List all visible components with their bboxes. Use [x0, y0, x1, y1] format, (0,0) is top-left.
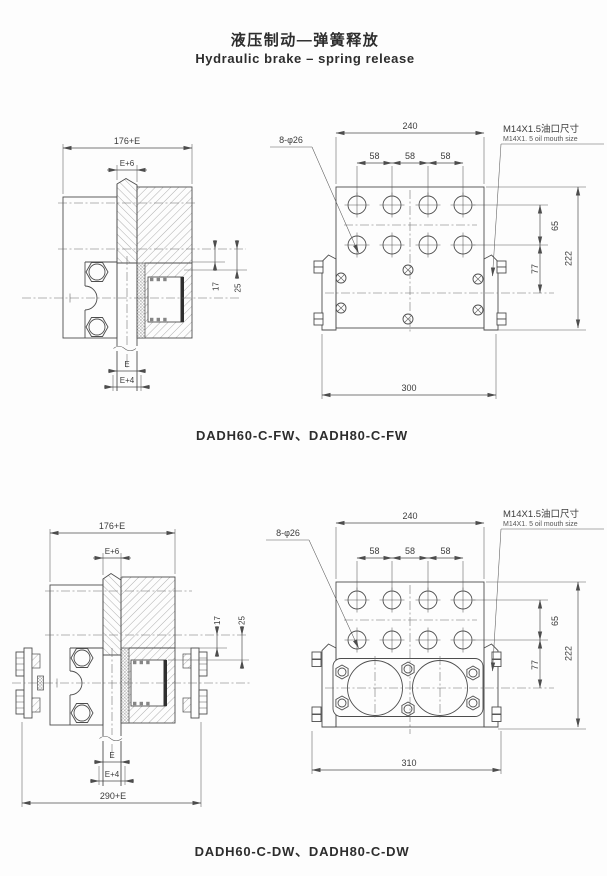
dw-dim-total-width-label: 176+E — [99, 521, 125, 531]
fw-left-flange — [313, 254, 337, 331]
dw-dim-310: 310 — [311, 731, 502, 774]
fw-dim-240: 240 — [335, 121, 485, 184]
fw-dim-disc-width: E+6 — [107, 159, 147, 182]
fw-dim-222-label: 222 — [564, 251, 574, 266]
figure-fw-caption: DADH60-C-FW、DADH80-C-FW — [196, 428, 408, 443]
fw-holes-callout-label: 8-φ26 — [279, 135, 303, 145]
page-title-zh: 液压制动—弹簧释放 — [231, 31, 380, 49]
dw-dim-e: E — [94, 751, 130, 765]
fw-dim-58-2: 58 — [405, 151, 415, 161]
fw-dim-65-77: 65 77 — [473, 204, 560, 294]
fw-piston-cavity — [147, 276, 184, 323]
fw-right-flange — [483, 254, 507, 331]
dw-dim-240-label: 240 — [402, 511, 417, 521]
dw-dim-e4-label: E+4 — [105, 770, 120, 779]
dw-dim-65-77: 65 77 — [473, 599, 560, 689]
fw-side-view: 176+E E+6 17 25 — [22, 136, 247, 391]
fw-dim-25: 25 — [184, 240, 247, 293]
fw-holes-callout: 8-φ26 — [270, 135, 359, 254]
fw-dim-58-3: 58 — [440, 151, 450, 161]
fw-oil-port-label-en: M14X1. 5 oil mouth size — [503, 136, 578, 143]
fw-dim-77-label: 77 — [530, 264, 540, 274]
dw-dim-e-label: E — [109, 751, 114, 760]
dw-holes-callout: 8-φ26 — [266, 528, 359, 649]
fw-dim-e-label: E — [124, 360, 129, 369]
dw-dim-base-width: 290+E — [21, 722, 202, 807]
dw-oil-port-label-zh: M14X1.5油口尺寸 — [503, 508, 580, 520]
dw-dim-e4: E+4 — [90, 766, 134, 785]
dw-dim-disc-width: E+6 — [93, 547, 131, 576]
dw-friction-pad — [120, 647, 130, 724]
fw-hex-bolt-bottom — [85, 317, 109, 337]
dw-dim-disc-width-label: E+6 — [105, 547, 120, 556]
fw-dim-17: 17 — [192, 240, 225, 291]
dw-dim-58-group: 58 58 58 — [356, 546, 464, 590]
fw-dim-65-label: 65 — [550, 221, 560, 231]
dw-dim-58-2: 58 — [405, 546, 415, 556]
figure-dw: 176+E E+6 17 25 — [12, 508, 604, 807]
dw-dim-222-label: 222 — [564, 646, 574, 661]
dw-front-view: 240 58 58 58 65 77 — [266, 508, 604, 774]
fw-dim-222: 222 — [486, 186, 586, 331]
dw-dim-17: 17 — [175, 616, 227, 657]
dw-cover-bolts — [335, 661, 480, 717]
dw-dim-58-3: 58 — [440, 546, 450, 556]
fw-oil-port-callout: M14X1.5油口尺寸 M14X1. 5 oil mouth size — [490, 123, 604, 277]
fw-dim-300: 300 — [321, 334, 497, 399]
dw-dim-77-label: 77 — [530, 660, 540, 670]
fw-brake-disc — [113, 177, 138, 391]
fw-dim-58-1: 58 — [369, 151, 379, 161]
fw-dim-e4: E+4 — [104, 375, 150, 391]
fw-dim-25-label: 25 — [234, 283, 243, 292]
figure-dw-caption: DADH60-C-DW、DADH80-C-DW — [195, 844, 410, 859]
fw-dim-58-group: 58 58 58 — [356, 151, 464, 195]
dw-oil-port-label-en: M14X1. 5 oil mouth size — [503, 521, 578, 528]
fw-dim-total-width-label: 176+E — [114, 136, 140, 146]
dw-dim-25: 25 — [168, 616, 249, 669]
dw-dim-25-label: 25 — [238, 616, 247, 625]
fw-dim-total-width: 176+E — [62, 136, 193, 194]
fw-socket-screws — [335, 264, 484, 325]
fw-dim-e4-label: E+4 — [120, 376, 135, 385]
fw-dim-240-label: 240 — [402, 121, 417, 131]
dw-left-flange — [311, 643, 337, 728]
fw-mounting-holes — [344, 192, 476, 258]
dw-dim-58-1: 58 — [369, 546, 379, 556]
page-title-en: Hydraulic brake – spring release — [195, 51, 414, 66]
dw-dim-240: 240 — [335, 511, 485, 579]
dw-dim-310-label: 310 — [401, 758, 416, 768]
fw-hex-bolt-top — [85, 262, 109, 282]
dw-hex-bolt-bottom — [70, 703, 94, 723]
dw-side-view: 176+E E+6 17 25 — [12, 521, 252, 807]
fw-dim-disc-width-label: E+6 — [120, 159, 135, 168]
dw-dim-total-width: 176+E — [49, 521, 176, 582]
dw-dim-17-label: 17 — [213, 616, 222, 625]
dw-right-flange — [483, 643, 502, 728]
dw-dim-222: 222 — [486, 581, 586, 730]
fw-front-view: 240 58 58 58 65 77 — [270, 121, 604, 399]
fw-oil-port-label-zh: M14X1.5油口尺寸 — [503, 123, 580, 135]
fw-dim-300-label: 300 — [401, 383, 416, 393]
dw-dim-base-width-label: 290+E — [100, 791, 126, 801]
dw-dim-65-label: 65 — [550, 616, 560, 626]
dw-holes-callout-label: 8-φ26 — [276, 528, 300, 538]
dw-brake-disc — [99, 572, 123, 786]
dw-hex-bolt-top — [70, 648, 94, 668]
fw-friction-pad — [136, 262, 146, 339]
fw-dim-e: E — [108, 360, 146, 374]
fw-dim-17-label: 17 — [212, 282, 221, 291]
figure-fw: 176+E E+6 17 25 — [22, 121, 604, 399]
dw-oil-port-callout: M14X1.5油口尺寸 M14X1. 5 oil mouth size — [490, 508, 604, 672]
